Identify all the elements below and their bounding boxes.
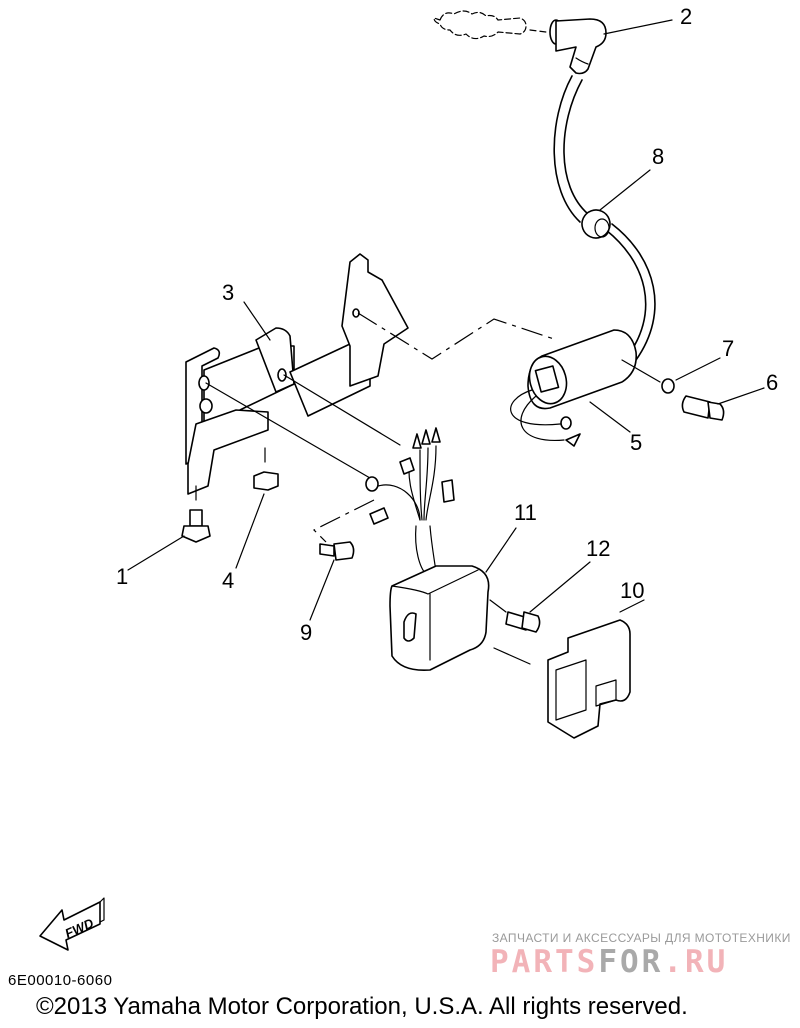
fwd-arrow-icon: FWD: [39, 897, 105, 951]
spark-plug-cap: [549, 18, 607, 75]
cdi-bolt-9: [319, 541, 355, 561]
callout-7: 7: [722, 336, 734, 361]
leader-lines: [127, 19, 765, 621]
watermark-brand-parts: PARTS: [490, 944, 599, 980]
watermark-brand-for: FOR: [598, 944, 664, 980]
watermark-brand-ru: .RU: [663, 944, 729, 980]
callout-11: 11: [514, 500, 537, 525]
callout-12: 12: [586, 536, 610, 561]
callout-5: 5: [630, 430, 642, 455]
callout-9: 9: [300, 620, 312, 645]
cdi-leads: [365, 427, 455, 575]
cdi-bolt-12: [489, 599, 541, 633]
collar: [253, 447, 279, 491]
callout-10: 10: [620, 578, 644, 603]
callout-2: 2: [680, 4, 692, 29]
cdi-unit: [389, 565, 490, 672]
drawing-code: 6E00010-6060: [8, 972, 113, 989]
grommet: [581, 209, 611, 239]
coil-bolt: [681, 395, 725, 421]
copyright-notice: ©2013 Yamaha Motor Corporation, U.S.A. A…: [36, 993, 688, 1020]
high-tension-cord: [553, 75, 656, 361]
ignition-bracket: [185, 253, 409, 495]
callout-6: 6: [766, 370, 778, 395]
watermark-brand: PARTSFOR.RU: [490, 944, 728, 980]
washer: [661, 378, 675, 394]
spark-plug-outline: [433, 10, 547, 40]
callout-4: 4: [222, 568, 234, 593]
callout-3: 3: [222, 280, 234, 305]
callout-8: 8: [652, 144, 664, 169]
watermark-tagline: ЗАПЧАСТИ И АКСЕССУАРЫ ДЛЯ МОТОТЕХНИКИ: [492, 931, 791, 945]
callout-1: 1: [116, 564, 128, 589]
ignition-coil: [510, 329, 638, 447]
cdi-cover: [547, 619, 631, 739]
bracket-bolt: [181, 485, 211, 543]
